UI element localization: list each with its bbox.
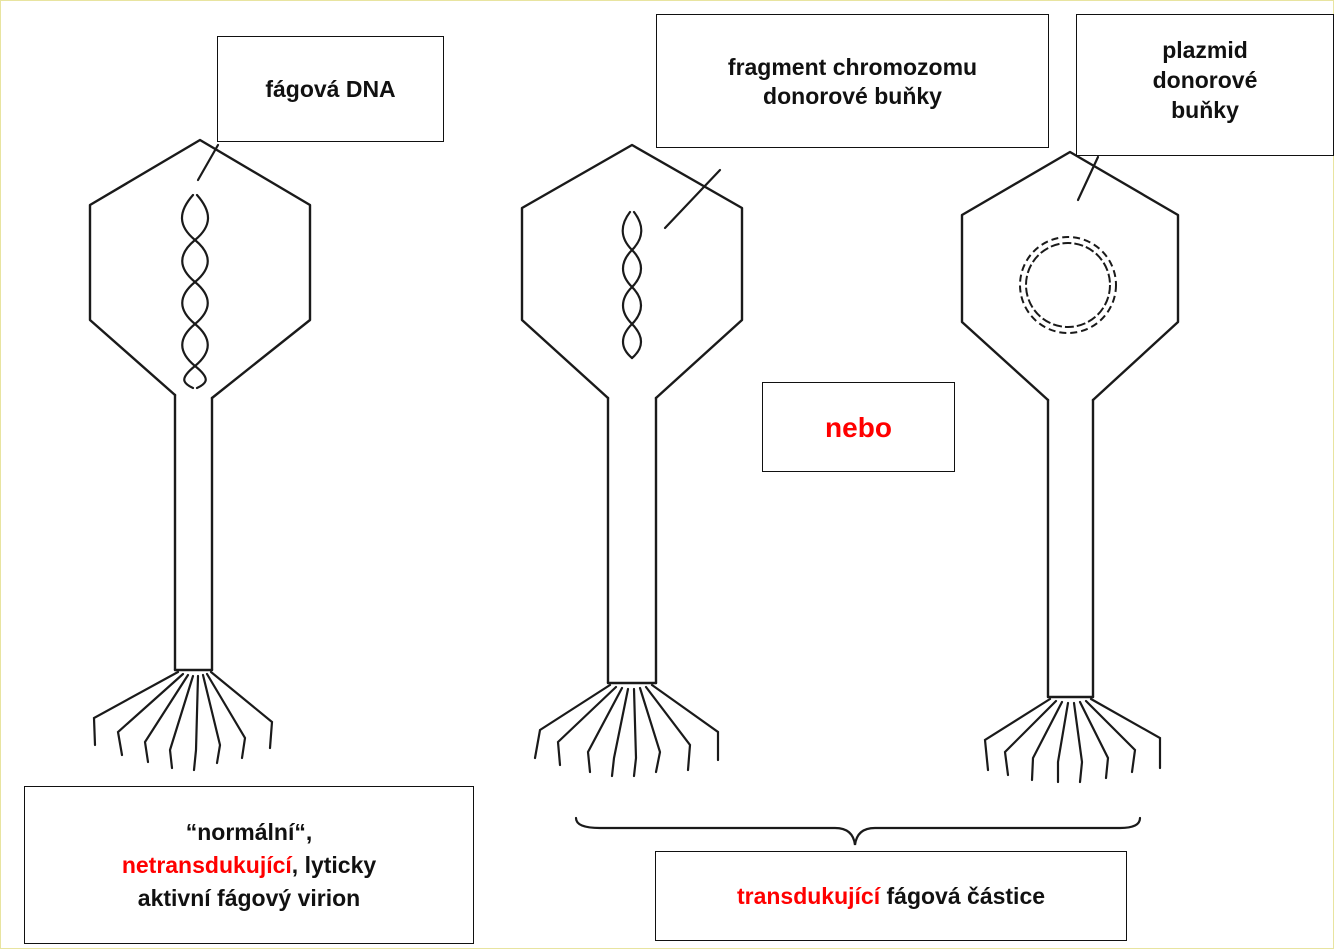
label-normal-rest: , lyticky xyxy=(291,851,377,878)
label-normal-line3: aktivní fágový virion xyxy=(137,884,361,911)
phage-normal-tail xyxy=(173,393,214,672)
label-fragment-line1: fragment chromozomu xyxy=(727,54,978,80)
label-phage-dna: fágová DNA xyxy=(217,36,444,142)
label-normal-virion: “normální“, netransdukující, lyticky akt… xyxy=(24,786,474,944)
label-chromosome-fragment: fragment chromozomu donorové buňky xyxy=(656,14,1049,148)
phage-fragment-head xyxy=(520,143,744,400)
phage-plasmid-tail xyxy=(1046,398,1095,699)
grouping-brace xyxy=(574,816,1142,846)
phage-plasmid xyxy=(960,150,1180,784)
label-or: nebo xyxy=(762,382,955,472)
label-transducing-red: transdukující xyxy=(736,882,881,909)
phage-plasmid-fibers xyxy=(983,697,1162,784)
label-or-text: nebo xyxy=(825,411,892,443)
phage-normal-fibers xyxy=(92,670,274,772)
plasmid-ring xyxy=(1019,236,1117,334)
label-phage-dna-text: fágová DNA xyxy=(265,75,396,102)
label-transducing-rest: fágová částice xyxy=(880,882,1046,909)
label-transducing-particle: transdukující fágová částice xyxy=(655,851,1127,941)
label-plasmid-line3: buňky xyxy=(1171,97,1239,123)
label-normal-line2: netransdukující, lyticky xyxy=(122,849,376,882)
phage-fragment xyxy=(520,143,744,778)
phage-normal-head xyxy=(88,138,312,400)
label-plasmid-line2: donorové xyxy=(1152,67,1258,93)
label-fragment-line2: donorové buňky xyxy=(763,83,942,109)
phage-plasmid-head xyxy=(960,150,1180,402)
phage-normal-dna-helix xyxy=(180,193,210,390)
phage-fragment-tail xyxy=(606,396,658,685)
label-transducing-text: transdukující fágová částice xyxy=(737,882,1045,911)
phage-normal xyxy=(88,138,312,772)
phage-fragment-pointer xyxy=(663,168,722,230)
phage-fragment-fibers xyxy=(533,683,720,778)
label-plasmid-line1: plazmid xyxy=(1162,37,1248,63)
label-normal-red: netransdukující xyxy=(121,851,292,878)
label-plasmid: plazmid donorové buňky xyxy=(1076,14,1334,156)
phage-plasmid-pointer xyxy=(1076,155,1100,202)
phage-fragment-dna-helix xyxy=(621,210,643,360)
phage-normal-dna-pointer xyxy=(196,143,220,182)
label-normal-line1: “normální“, xyxy=(185,818,313,845)
